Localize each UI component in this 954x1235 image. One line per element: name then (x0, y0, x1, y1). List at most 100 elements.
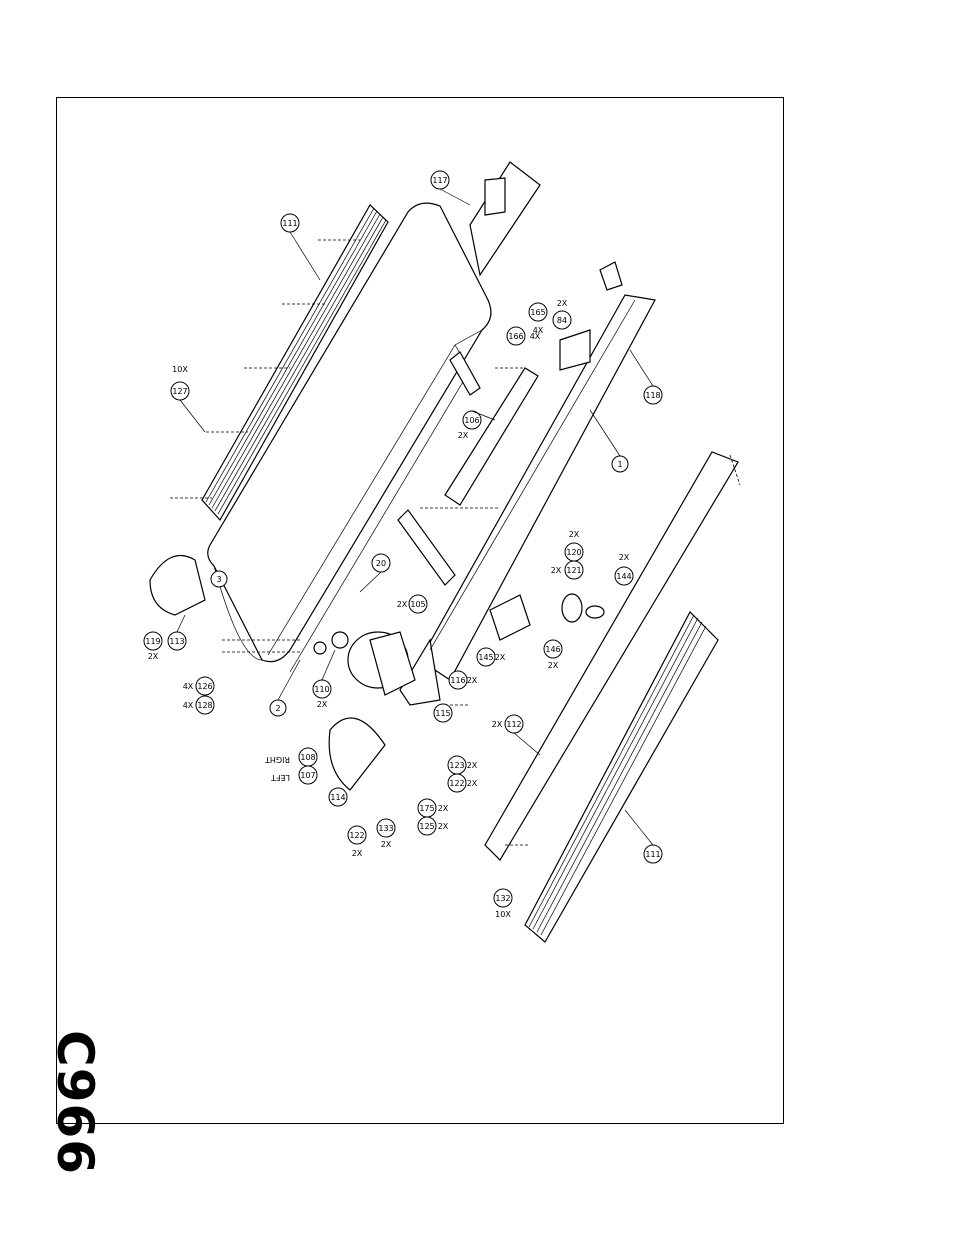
callout-108: 108 (299, 748, 317, 766)
callout-121: 121 2X (551, 561, 583, 579)
right-label: RIGHT (265, 755, 290, 764)
svg-text:2X: 2X (467, 779, 478, 788)
callout-120: 120 2X (565, 530, 583, 561)
svg-text:2X: 2X (569, 530, 580, 539)
svg-text:114: 114 (330, 793, 345, 802)
callout-118: 118 (644, 386, 662, 404)
svg-text:2X: 2X (619, 553, 630, 562)
svg-text:2: 2 (275, 704, 280, 713)
callout-125: 125 2X (418, 817, 449, 835)
callout-145: 145 2X (477, 648, 506, 666)
svg-text:2X: 2X (381, 840, 392, 849)
svg-text:111: 111 (282, 219, 297, 228)
callout-126: 126 4X (183, 677, 214, 695)
svg-text:105: 105 (410, 600, 425, 609)
svg-text:108: 108 (300, 753, 315, 762)
svg-text:144: 144 (616, 572, 631, 581)
svg-text:165: 165 (530, 308, 545, 317)
callout-165: 165 4X (529, 303, 547, 335)
callout-111b: 111 (644, 845, 662, 863)
svg-text:126: 126 (197, 682, 212, 691)
callout-113: 113 (168, 632, 186, 650)
svg-text:2X: 2X (438, 822, 449, 831)
svg-text:175: 175 (419, 804, 434, 813)
svg-text:121: 121 (566, 566, 581, 575)
svg-text:2X: 2X (557, 299, 568, 308)
svg-text:20: 20 (376, 559, 386, 568)
svg-text:2X: 2X (467, 761, 478, 770)
svg-text:122: 122 (449, 779, 464, 788)
svg-text:128: 128 (197, 701, 212, 710)
elevation-assembly (490, 594, 604, 640)
callout-119: 119 2X (144, 632, 162, 661)
callout-132: 132 10X (494, 889, 512, 919)
left-label: LEFT (271, 773, 290, 782)
callout-175: 175 2X (418, 799, 449, 817)
svg-text:125: 125 (419, 822, 434, 831)
svg-text:2X: 2X (548, 661, 559, 670)
svg-text:122: 122 (349, 831, 364, 840)
callout-117: 117 (431, 171, 449, 189)
callout-146: 146 2X (544, 640, 562, 670)
svg-text:2X: 2X (317, 700, 328, 709)
callout-105: 105 2X (397, 595, 427, 613)
side-labels: LEFT RIGHT (265, 755, 290, 782)
callout-123: 123 2X (448, 756, 478, 774)
callout-115: 115 (434, 704, 452, 722)
svg-text:111: 111 (645, 850, 660, 859)
svg-text:119: 119 (145, 637, 160, 646)
svg-text:4X: 4X (183, 682, 194, 691)
svg-text:113: 113 (169, 637, 184, 646)
svg-text:133: 133 (378, 824, 393, 833)
callout-122b: 122 2X (348, 826, 366, 858)
callout-122a: 122 2X (448, 774, 478, 792)
svg-text:10X: 10X (495, 910, 511, 919)
callout-110: 110 2X (313, 680, 331, 709)
svg-text:4X: 4X (530, 332, 541, 341)
callout-84: 84 2X (553, 299, 571, 329)
callout-133: 133 2X (377, 819, 395, 849)
callout-106: 106 2X (458, 411, 481, 440)
svg-text:2X: 2X (397, 600, 408, 609)
svg-text:116: 116 (450, 676, 465, 685)
svg-text:110: 110 (314, 685, 329, 694)
model-title: C966 (50, 1030, 100, 1175)
svg-text:4X: 4X (183, 701, 194, 710)
svg-text:2X: 2X (352, 849, 363, 858)
svg-text:146: 146 (545, 645, 560, 654)
svg-text:1: 1 (617, 460, 622, 469)
callout-1: 1 (612, 456, 628, 472)
svg-text:123: 123 (449, 761, 464, 770)
svg-text:115: 115 (435, 709, 450, 718)
callout-3: 3 (211, 571, 227, 587)
svg-text:2X: 2X (495, 653, 506, 662)
callout-20: 20 (372, 554, 390, 572)
rear-end-cap (150, 556, 205, 616)
svg-text:2X: 2X (438, 804, 449, 813)
svg-text:3: 3 (216, 575, 221, 584)
svg-text:166: 166 (508, 332, 523, 341)
svg-text:145: 145 (478, 653, 493, 662)
motor-hood (329, 718, 385, 790)
svg-text:127: 127 (172, 387, 187, 396)
callout-128: 128 4X (183, 696, 214, 714)
svg-text:106: 106 (464, 416, 479, 425)
callout-114: 114 (329, 788, 347, 806)
svg-text:2X: 2X (492, 720, 503, 729)
callout-127: 127 10X (171, 365, 189, 400)
svg-text:2X: 2X (467, 676, 478, 685)
callout-111a: 111 (281, 214, 299, 232)
callout-116: 116 2X (449, 671, 478, 689)
svg-text:2X: 2X (148, 652, 159, 661)
svg-text:117: 117 (432, 176, 447, 185)
svg-text:118: 118 (645, 391, 660, 400)
svg-text:112: 112 (506, 720, 521, 729)
callout-144: 144 2X (615, 553, 633, 585)
callout-107: 107 (299, 766, 317, 784)
callout-112: 112 2X (492, 715, 523, 733)
svg-text:120: 120 (566, 548, 581, 557)
svg-text:2X: 2X (551, 566, 562, 575)
svg-text:84: 84 (557, 316, 567, 325)
svg-text:132: 132 (495, 894, 510, 903)
